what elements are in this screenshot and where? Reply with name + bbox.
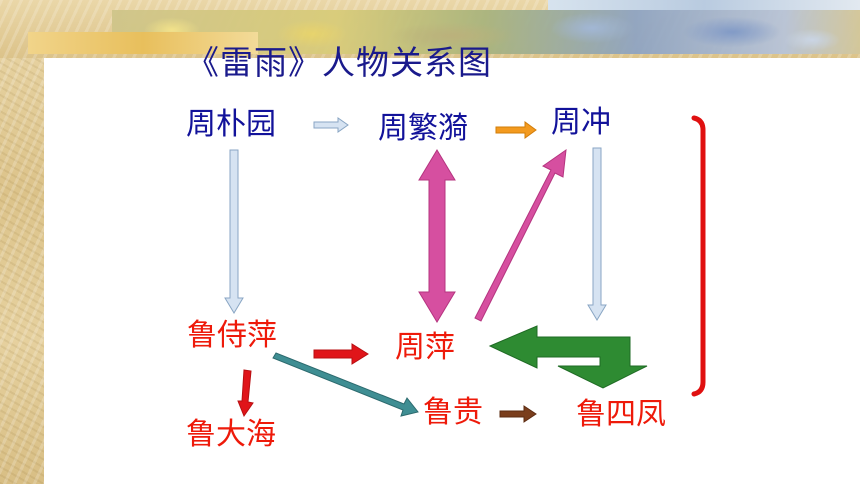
- banner-gold-strip: [28, 32, 258, 54]
- arrow-fanyi-ping-double: [418, 149, 456, 323]
- arrow-fanyi-to-chong: [495, 121, 537, 139]
- node-zhou-puyuan: 周朴园: [186, 107, 276, 142]
- node-zhou-chong: 周冲: [551, 105, 611, 140]
- node-lu-gui: 鲁贵: [423, 395, 483, 430]
- node-zhou-fanyi: 周繁漪: [378, 111, 468, 146]
- banner-sky-image: [548, 0, 860, 10]
- node-lu-dahai: 鲁大海: [186, 417, 276, 452]
- arrow-chong-to-sifeng: [587, 147, 607, 321]
- node-lu-shiping: 鲁侍萍: [187, 318, 277, 353]
- arrow-sifeng-to-ping: [488, 325, 648, 389]
- bracket-line: [691, 115, 706, 397]
- arrow-gui-to-sifeng: [499, 405, 537, 423]
- header-banner: [0, 0, 860, 58]
- arrow-shiping-to-dahai: [237, 369, 254, 418]
- arrow-shiping-to-ping: [313, 343, 369, 365]
- arrow-ping-to-chong: [474, 148, 567, 322]
- arrow-shiping-to-gui: [272, 352, 419, 417]
- arrow-puyuan-to-fanyi: [313, 117, 349, 133]
- node-zhou-ping: 周萍: [395, 330, 455, 365]
- node-lu-sifeng: 鲁四凤: [576, 397, 666, 432]
- background-texture: [0, 0, 44, 484]
- arrow-puyuan-to-shiping: [224, 149, 244, 314]
- diagram-title: 《雷雨》人物关系图: [186, 43, 492, 82]
